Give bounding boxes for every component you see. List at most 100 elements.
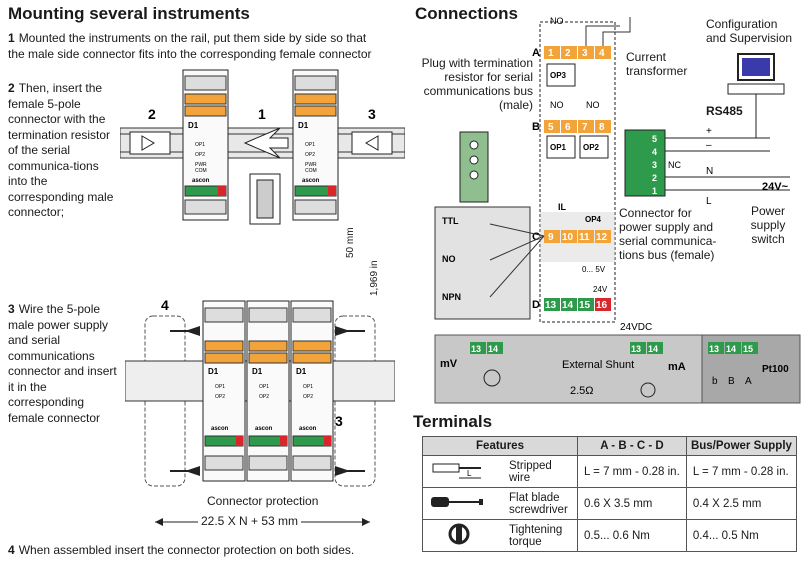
row-b-terminals: 5 6 7 8 — [544, 120, 611, 133]
row-letter-c: C — [532, 231, 540, 243]
module-left: D1 OP1 OP2 PWR COM ascon — [182, 69, 229, 221]
row-letter-a: A — [532, 47, 540, 59]
shunt-value: 2.5Ω — [570, 385, 594, 397]
width-formula: 22.5 X N + 53 mm — [198, 514, 302, 528]
row-letter-d: D — [532, 299, 540, 311]
pt-b-upper: B — [728, 376, 735, 387]
termination-plug-icon — [459, 131, 489, 203]
table-row: L Stripped wire L = 7 mm - 0.28 in. L = … — [422, 455, 798, 488]
module-b: D1 OP1 OP2 ascon — [246, 300, 290, 482]
step-3-text: Wire the 5-pole male power supply and se… — [8, 302, 117, 425]
pin-4: 4 — [652, 147, 657, 157]
l-mark: L — [467, 469, 472, 478]
no-a: NO — [550, 16, 564, 26]
abcd-cell: 0.6 X 3.5 mm — [577, 487, 687, 520]
module-left-brand: ascon — [192, 178, 210, 184]
pt-a: A — [745, 376, 752, 387]
table-header-row: Features A - B - C - D Bus/Power Supply — [422, 436, 798, 456]
config-label: Configuration and Supervision — [706, 17, 793, 45]
term-2: 2 — [565, 48, 571, 59]
connector-left — [129, 131, 171, 155]
term-11: 11 — [579, 232, 590, 243]
bus-cell: L = 7 mm - 0.28 in. — [685, 455, 798, 488]
callout-3: 3 — [368, 106, 376, 122]
op4-label: OP4 — [585, 215, 602, 224]
l-label: L — [706, 196, 712, 207]
term-9: 9 — [548, 232, 554, 243]
shunt-label: External Shunt — [562, 359, 634, 371]
pin-1: 1 — [652, 186, 657, 196]
bus-cell: 0.4... 0.5 Nm — [685, 519, 798, 552]
ma-t14: 14 — [648, 344, 658, 354]
module-right-brand: ascon — [302, 178, 320, 184]
module-c-d1: D1 — [296, 367, 307, 376]
supply-voltage: 24V~ — [762, 181, 789, 193]
module-a: D1 OP1 OP2 ascon — [202, 300, 246, 482]
dim-in: 1,969 in — [369, 260, 380, 296]
n-label: N — [706, 166, 713, 177]
pt-t13: 13 — [709, 344, 719, 354]
connector-female-label: Connector for power supply and serial co… — [619, 206, 717, 262]
callout-2: 2 — [148, 106, 156, 122]
connections-diagram: A 1 2 3 4 NO OP3 B 5 6 7 8 NO NO OP1 OP2… — [434, 16, 801, 404]
row-d-terminals: 13 14 15 16 — [544, 298, 611, 311]
no-b2: NO — [586, 100, 600, 110]
module-left-pwr: PWR — [195, 162, 207, 168]
col-bus: Bus/Power Supply — [685, 436, 798, 456]
connector-protection-label: Connector protection — [207, 494, 319, 508]
step-4-text: When assembled insert the connector prot… — [18, 543, 355, 557]
term-7: 7 — [582, 122, 588, 133]
callout-3b: 3 — [335, 413, 343, 429]
module-b-op1: OP1 — [259, 384, 269, 390]
current-transformer-label: Current transformer — [626, 50, 688, 78]
connector-right — [351, 131, 393, 155]
feature-cell: Tightening torque — [503, 519, 578, 552]
op2-label: OP2 — [583, 143, 600, 152]
mv-label: mV — [440, 358, 458, 370]
pt-t15: 15 — [743, 344, 753, 354]
v24-label: 24V — [593, 285, 608, 294]
term-10: 10 — [562, 232, 574, 243]
module-c-op2: OP2 — [303, 394, 313, 400]
mv-t14: 14 — [488, 344, 498, 354]
module-left-com: COM — [195, 168, 207, 174]
op3-label: OP3 — [550, 71, 567, 80]
power-switch-label: Power supply switch — [750, 204, 786, 246]
mounting-title: Mounting several instruments — [8, 4, 250, 23]
term-3: 3 — [582, 48, 588, 59]
ma-label: mA — [668, 361, 686, 373]
term-13: 13 — [545, 300, 557, 311]
term-1: 1 — [548, 48, 554, 59]
ma-t13: 13 — [631, 344, 641, 354]
mounting-illustration-bottom: D1 OP1 OP2 ascon D1 OP1 OP2 ascon D1 OP1… — [125, 297, 395, 526]
module-left-op1: OP1 — [195, 142, 205, 148]
feature-cell: Flat blade screwdriver — [503, 487, 578, 520]
callout-4: 4 — [161, 297, 169, 313]
pin-5: 5 — [652, 134, 657, 144]
no-input-label: NO — [442, 254, 456, 264]
screwdriver-icon — [431, 497, 483, 507]
abcd-cell: L = 7 mm - 0.28 in. — [577, 455, 687, 488]
step-1-num: 1 — [8, 31, 15, 45]
module-c: D1 OP1 OP2 ascon — [290, 300, 334, 482]
step-2-text: Then, insert the female 5-pole connector… — [8, 81, 114, 219]
connections-title: Connections — [415, 4, 518, 23]
module-b-brand: ascon — [255, 426, 273, 432]
col-features: Features — [422, 436, 578, 456]
vdc-label: 24VDC — [620, 322, 652, 333]
module-right-com: COM — [305, 168, 317, 174]
module-a-d1: D1 — [208, 367, 219, 376]
stripped-wire-icon: L — [432, 463, 481, 479]
term-15: 15 — [579, 300, 591, 311]
module-right: D1 OP1 OP2 PWR COM ascon — [292, 69, 339, 221]
row-c-terminals: 9 10 11 12 — [544, 230, 611, 243]
minus-label: – — [706, 140, 712, 151]
step-2-num: 2 — [8, 81, 15, 95]
module-right-pwr: PWR — [305, 162, 317, 168]
pin-3: 3 — [652, 160, 657, 170]
abcd-cell: 0.5... 0.6 Nm — [577, 519, 687, 552]
module-right-op1: OP1 — [305, 142, 315, 148]
module-a-op2: OP2 — [215, 394, 225, 400]
